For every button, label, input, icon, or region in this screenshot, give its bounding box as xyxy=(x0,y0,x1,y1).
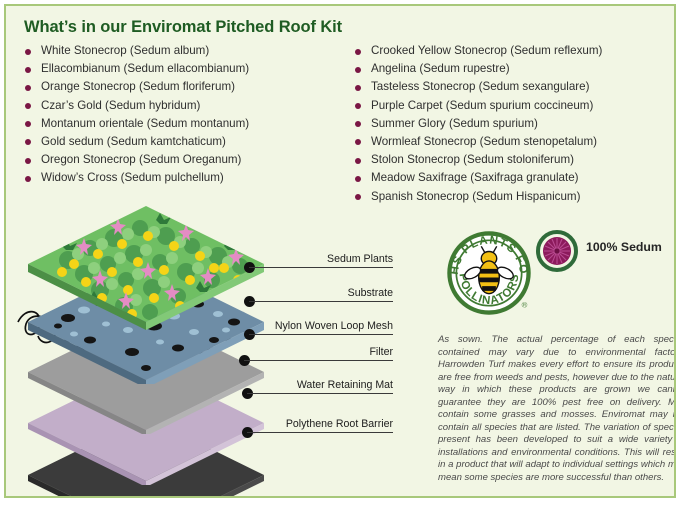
species-list-item: Tasteless Stonecrop (Sedum sexangulare) xyxy=(354,78,674,96)
species-list-item: Crooked Yellow Stonecrop (Sedum reflexum… xyxy=(354,42,674,60)
callout-rule xyxy=(249,334,393,336)
bullet-icon xyxy=(25,175,31,182)
rhs-plants-for-pollinators-logo: RHS PLANTS FOR POLLINATORS ® xyxy=(441,220,532,316)
bullet-icon xyxy=(355,103,361,110)
product-info-card: What’s in our Enviromat Pitched Roof Kit… xyxy=(4,4,676,498)
bullet-icon xyxy=(25,139,31,146)
species-list-item: Meadow Saxifrage (Saxifraga granulate) xyxy=(354,169,674,187)
layer-callout-sedum-plants: Sedum Plants xyxy=(244,253,393,273)
bullet-icon xyxy=(25,84,31,91)
sedum-plants-shape xyxy=(28,206,264,330)
species-name: Spanish Stonecrop (Sedum Hispanicum) xyxy=(371,189,581,203)
species-name: Stolon Stonecrop (Sedum stoloniferum) xyxy=(371,153,574,167)
layer-callout-substrate: Substrate xyxy=(244,287,393,307)
bullet-icon xyxy=(25,103,31,110)
bullet-icon xyxy=(355,139,361,146)
callout-label: Filter xyxy=(369,346,393,358)
callout-rule xyxy=(244,360,393,362)
callout-label: Substrate xyxy=(347,287,393,299)
bullet-icon xyxy=(355,121,361,128)
layer-callout-water-retaining-mat: Water Retaining Mat xyxy=(242,379,393,399)
bullet-icon xyxy=(355,84,361,91)
species-column-right: Crooked Yellow Stonecrop (Sedum reflexum… xyxy=(354,42,674,206)
species-name: Purple Carpet (Sedum spurium coccineum) xyxy=(371,98,594,112)
callout-label: Sedum Plants xyxy=(327,253,393,265)
species-list-item: Orange Stonecrop (Sedum floriferum) xyxy=(24,78,354,96)
species-name: Ellacombianum (Sedum ellacombianum) xyxy=(41,62,250,76)
species-list-item: Purple Carpet (Sedum spurium coccineum) xyxy=(354,97,674,115)
registered-mark: ® xyxy=(522,300,528,309)
diagram-layer-sedum-plants xyxy=(28,202,264,330)
callout-label: Nylon Woven Loop Mesh xyxy=(274,320,393,332)
callout-label: Water Retaining Mat xyxy=(296,379,393,391)
species-name: Wormleaf Stonecrop (Sedum stenopetalum) xyxy=(371,134,597,148)
callout-rule xyxy=(249,267,393,269)
species-name: Montanum orientale (Sedum montanum) xyxy=(41,116,250,130)
disclaimer-text: As sown. The actual percentage of each s… xyxy=(438,334,676,484)
species-list-item: Czar’s Gold (Sedum hybridum) xyxy=(24,97,354,115)
bullet-icon xyxy=(25,121,31,128)
species-list-item: Wormleaf Stonecrop (Sedum stenopetalum) xyxy=(354,133,674,151)
species-name: Tasteless Stonecrop (Sedum sexangulare) xyxy=(371,80,590,94)
bullet-icon xyxy=(355,66,361,73)
species-name: Czar’s Gold (Sedum hybridum) xyxy=(41,98,201,112)
species-list-item: Gold sedum (Sedum kamtchaticum) xyxy=(24,133,354,151)
sedum-percentage-badge-icon xyxy=(536,230,578,272)
species-name: Orange Stonecrop (Sedum floriferum) xyxy=(41,80,235,94)
bullet-icon xyxy=(355,194,361,200)
bullet-icon xyxy=(355,175,361,182)
callout-rule xyxy=(249,301,393,303)
species-name: Summer Glory (Sedum spurium) xyxy=(371,116,538,130)
sedum-flower-icon xyxy=(536,230,578,272)
bullet-icon xyxy=(25,48,31,55)
species-list-item: Oregon Stonecrop (Sedum Oreganum) xyxy=(24,151,354,169)
layer-callout-polythene-root-barrier: Polythene Root Barrier xyxy=(242,418,393,438)
species-list-item: Ellacombianum (Sedum ellacombianum) xyxy=(24,60,354,78)
bullet-icon xyxy=(25,157,31,164)
callout-rule xyxy=(247,393,393,395)
layer-callout-filter: Filter xyxy=(239,346,393,366)
bullet-icon xyxy=(355,48,361,55)
rhs-logo-icon: RHS PLANTS FOR POLLINATORS ® xyxy=(441,220,531,315)
page-title: What’s in our Enviromat Pitched Roof Kit xyxy=(24,18,343,36)
species-name: Gold sedum (Sedum kamtchaticum) xyxy=(41,134,226,148)
species-list-item: White Stonecrop (Sedum album) xyxy=(24,42,354,60)
species-name: White Stonecrop (Sedum album) xyxy=(41,44,210,57)
bullet-icon xyxy=(25,66,31,73)
species-name: Angelina (Sedum rupestre) xyxy=(371,62,510,76)
species-name: Widow’s Cross (Sedum pulchellum) xyxy=(41,171,224,185)
species-name: Crooked Yellow Stonecrop (Sedum reflexum… xyxy=(371,44,603,57)
bee-icon xyxy=(464,245,514,295)
layer-callout-nylon-woven-loop-mesh: Nylon Woven Loop Mesh xyxy=(244,320,393,340)
species-list-item: Summer Glory (Sedum spurium) xyxy=(354,115,674,133)
layer-diagram xyxy=(12,202,264,496)
species-name: Meadow Saxifrage (Saxifraga granulate) xyxy=(371,171,579,185)
sedum-percentage-label: 100% Sedum xyxy=(586,240,662,254)
species-list-item: Angelina (Sedum rupestre) xyxy=(354,60,674,78)
callout-rule xyxy=(247,432,393,434)
species-list-item: Stolon Stonecrop (Sedum stoloniferum) xyxy=(354,151,674,169)
species-list-item: Spanish Stonecrop (Sedum Hispanicum) xyxy=(354,188,674,206)
species-name: Oregon Stonecrop (Sedum Oreganum) xyxy=(41,153,242,167)
species-list-item: Montanum orientale (Sedum montanum) xyxy=(24,115,354,133)
callout-label: Polythene Root Barrier xyxy=(285,418,393,430)
species-list-item: Widow’s Cross (Sedum pulchellum) xyxy=(24,169,354,187)
species-column-left: White Stonecrop (Sedum album) Ellacombian… xyxy=(24,42,354,188)
bullet-icon xyxy=(355,157,361,164)
